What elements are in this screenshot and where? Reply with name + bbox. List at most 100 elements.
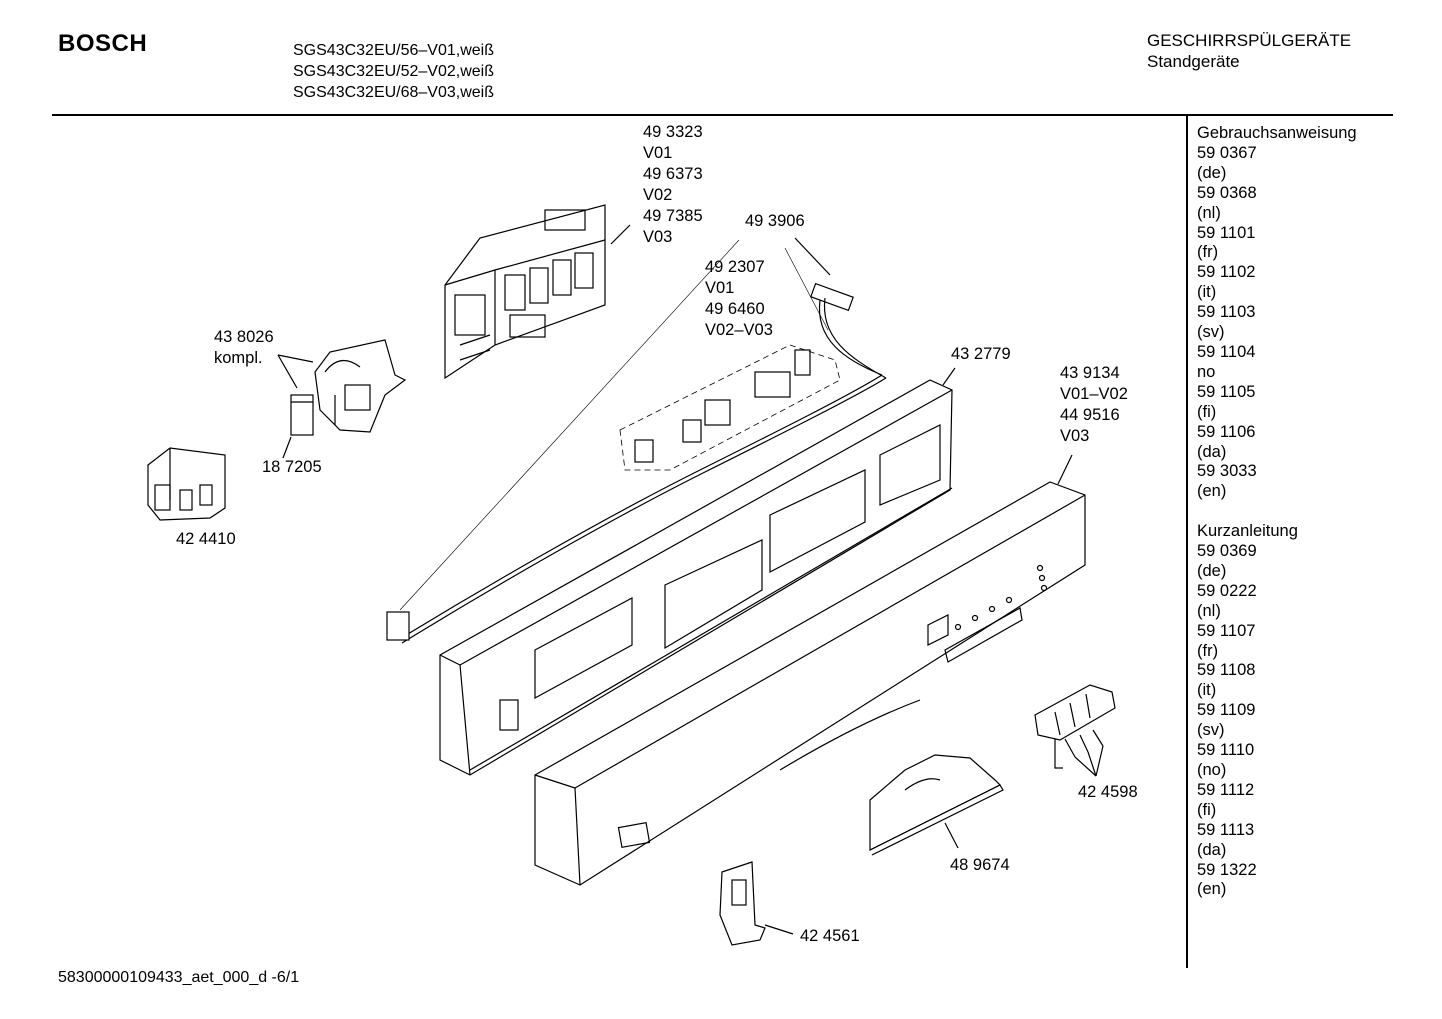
- part-label-handle: 48 9674: [950, 855, 1010, 876]
- capacitor: [290, 394, 314, 436]
- part-variant: V02–V03: [705, 321, 773, 339]
- part-number: 49 7385: [643, 207, 703, 225]
- document-id: 58300000109433_aet_000_d -6/1: [58, 969, 300, 986]
- part-variant: V03: [643, 228, 673, 246]
- part-label-buttons: 42 4598: [1078, 782, 1138, 803]
- doc-item: 59 0367: [1197, 143, 1257, 162]
- part-number: 44 9516: [1060, 406, 1120, 424]
- leader-switch-a: [277, 354, 314, 363]
- category-title: GESCHIRRSPÜLGERÄTE Standgeräte: [1147, 30, 1351, 72]
- documents-sidebar: Gebrauchsanweisung 59 0367 (de) 59 0368 …: [1197, 124, 1357, 900]
- part-number: 42 4561: [800, 927, 860, 945]
- leader-cable-plug: [399, 239, 740, 611]
- category-line: GESCHIRRSPÜLGERÄTE: [1147, 31, 1352, 50]
- model-line: SGS43C32EU/56–V01,weiß: [293, 42, 494, 59]
- doc-item: (nl): [1197, 601, 1221, 620]
- part-label-terminal: 42 4410: [176, 529, 236, 550]
- leader-buttons: [1054, 739, 1063, 769]
- leader-switch-b: [277, 354, 298, 389]
- doc-item: (fr): [1197, 641, 1219, 660]
- part-number: 49 3323: [643, 123, 703, 141]
- part-label-connectors: 49 2307 V01 49 6460 V02–V03: [705, 257, 773, 341]
- doc-item: (sv): [1197, 323, 1225, 342]
- doc-item: (sv): [1197, 721, 1225, 740]
- part-variant: V01: [705, 279, 735, 297]
- part-number: 18 7205: [262, 458, 322, 476]
- part-number: 49 3906: [745, 212, 805, 230]
- part-label-frame: 43 2779: [951, 344, 1011, 365]
- leader-capacitor: [282, 436, 292, 459]
- sidebar-divider: [1186, 116, 1188, 968]
- doc-item: 59 0222: [1197, 581, 1257, 600]
- part-variant: V02: [643, 186, 673, 204]
- doc-item: (fr): [1197, 243, 1219, 262]
- part-note: kompl.: [214, 349, 263, 367]
- leader-cable: [794, 237, 831, 276]
- leader-module: [610, 224, 631, 245]
- doc-item: (en): [1197, 482, 1227, 501]
- doc-item: 59 1110: [1197, 741, 1255, 760]
- doc-item: 59 1102: [1197, 263, 1256, 282]
- door-handle: [869, 754, 1004, 856]
- doc-item: 59 1107: [1197, 621, 1256, 640]
- doc-item: 59 1103: [1197, 303, 1256, 322]
- brand-logo: BOSCH: [58, 30, 148, 57]
- button-set: [1034, 684, 1116, 741]
- doc-item: (it): [1197, 681, 1217, 700]
- part-number: 49 2307: [705, 258, 765, 276]
- doc-item: no: [1197, 362, 1216, 381]
- doc-item: 59 1101: [1197, 223, 1256, 242]
- part-number: 49 6373: [643, 165, 703, 183]
- part-variant: V01: [643, 144, 673, 162]
- doc-item: 59 3033: [1197, 462, 1257, 481]
- doc-item: (it): [1197, 283, 1217, 302]
- part-number: 43 9134: [1060, 364, 1120, 382]
- connectors-group: [619, 344, 841, 471]
- part-variant: V01–V02: [1060, 385, 1128, 403]
- doc-item: 59 0368: [1197, 183, 1257, 202]
- switch-assembly: [314, 339, 407, 433]
- doc-item: (fi): [1197, 800, 1217, 819]
- section-title-manual: Gebrauchsanweisung: [1197, 124, 1357, 142]
- section-gap: [1197, 502, 1357, 522]
- doc-item: 59 1322: [1197, 860, 1257, 879]
- leader-latch: [764, 924, 794, 935]
- part-label-switch: 43 8026 kompl.: [214, 327, 274, 369]
- model-line: SGS43C32EU/68–V03,weiß: [293, 84, 494, 101]
- doc-item: 59 1106: [1197, 422, 1256, 441]
- part-label-panel: 43 9134 V01–V02 44 9516 V03: [1060, 363, 1128, 447]
- header-divider: [52, 114, 1393, 116]
- terminal-block: [147, 447, 226, 521]
- doc-item: (de): [1197, 561, 1227, 580]
- doc-item: (nl): [1197, 203, 1221, 222]
- part-label-cable: 49 3906: [745, 211, 805, 232]
- part-number: 48 9674: [950, 856, 1010, 874]
- part-number: 42 4598: [1078, 783, 1138, 801]
- doc-item: 59 1105: [1197, 382, 1256, 401]
- model-list: SGS43C32EU/56–V01,weiß SGS43C32EU/52–V02…: [293, 40, 494, 103]
- doc-item: (de): [1197, 163, 1227, 182]
- leader-handle: [944, 822, 959, 849]
- part-label-latch: 42 4561: [800, 926, 860, 947]
- model-line: SGS43C32EU/52–V02,weiß: [293, 63, 494, 80]
- section-title-quickguide: Kurzanleitung: [1197, 522, 1298, 541]
- subcategory-line: Standgeräte: [1147, 52, 1240, 71]
- door-latch: [719, 861, 766, 946]
- doc-item: (no): [1197, 760, 1227, 779]
- doc-item: 59 1104: [1197, 342, 1256, 361]
- leader-frame: [942, 367, 956, 386]
- cable-harness: [386, 282, 887, 644]
- control-frame: [439, 379, 953, 776]
- doc-item: 59 0369: [1197, 542, 1257, 561]
- doc-item: (da): [1197, 442, 1227, 461]
- part-number: 42 4410: [176, 530, 236, 548]
- doc-item: 59 1109: [1197, 701, 1256, 720]
- leader-panel: [1057, 454, 1073, 485]
- front-panel: [534, 481, 1086, 886]
- part-number: 43 2779: [951, 345, 1011, 363]
- doc-item: 59 1113: [1197, 820, 1255, 839]
- doc-item: (da): [1197, 840, 1227, 859]
- part-label-capacitor: 18 7205: [262, 457, 322, 478]
- doc-item: 59 1112: [1197, 780, 1255, 799]
